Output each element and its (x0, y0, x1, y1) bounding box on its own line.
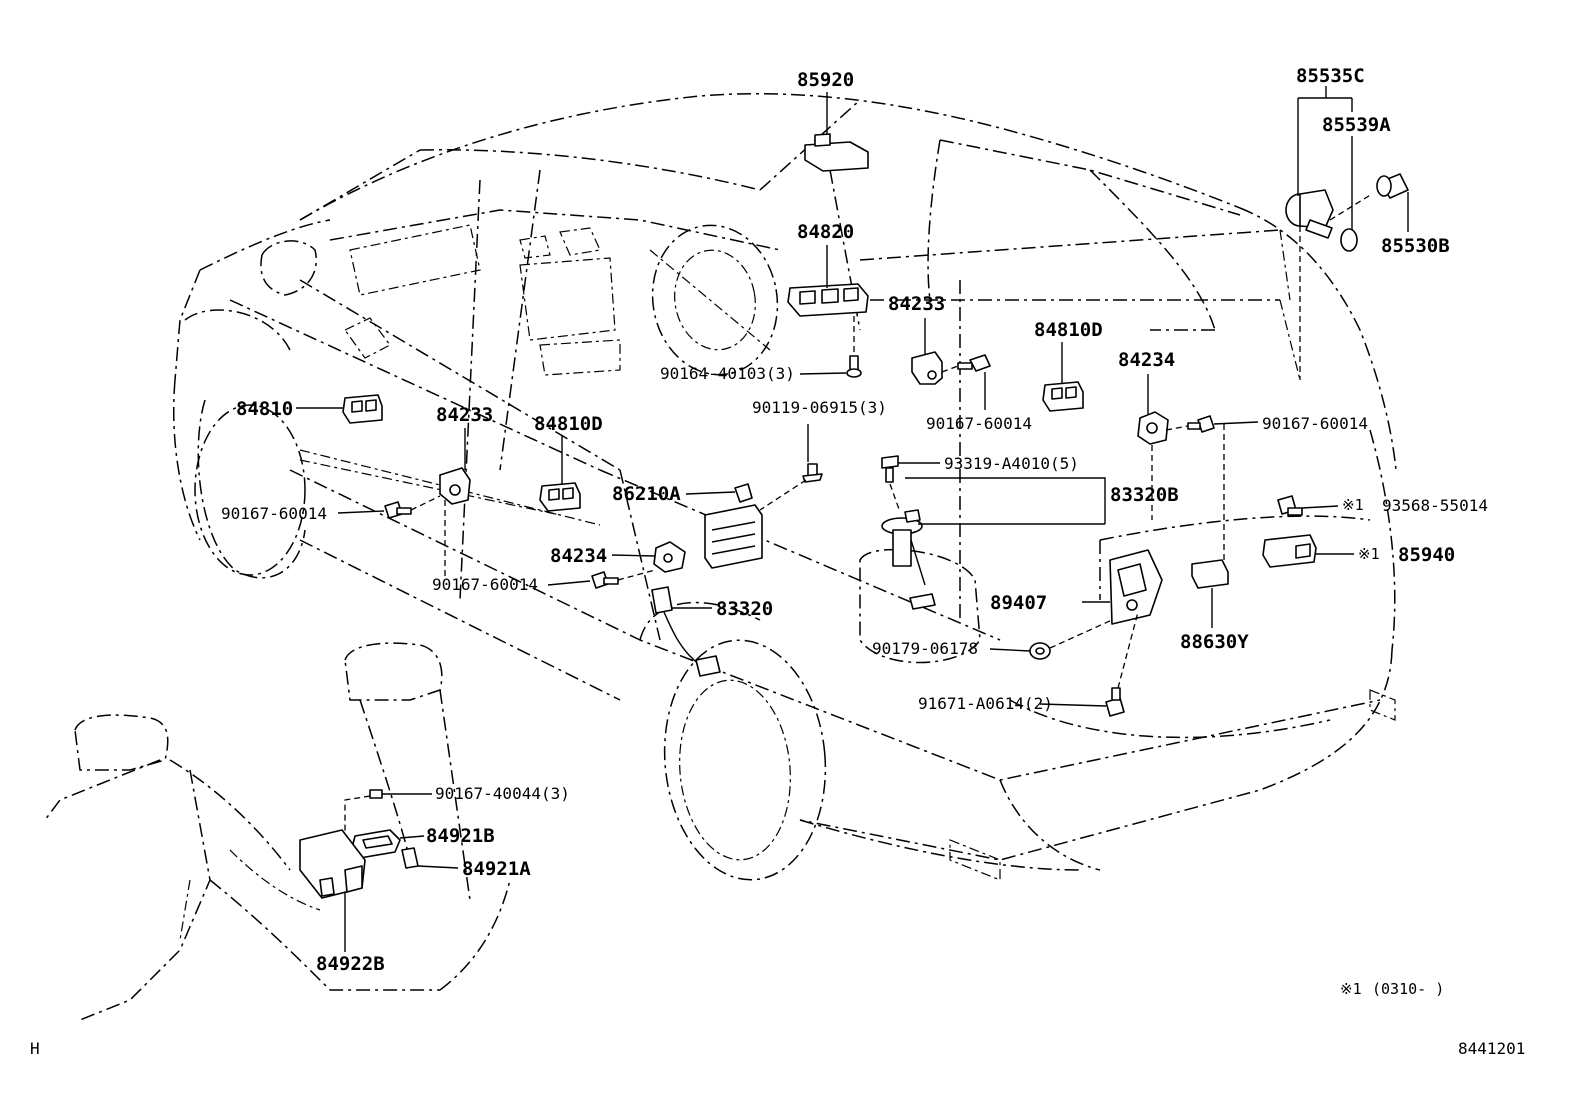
label-90167-40044: 90167-40044(3) (435, 784, 570, 803)
label-86210A: 86210A (612, 483, 681, 505)
label-84810D-top: 84810D (1034, 319, 1103, 341)
part-85530B-plug (1376, 173, 1409, 199)
part-84233-sensor-top (911, 351, 943, 385)
part-90179-nut (1029, 642, 1051, 660)
part-85920-unit (804, 133, 869, 172)
label-84233-top: 84233 (888, 293, 945, 315)
part-90119-screw (802, 463, 823, 483)
part-84234-sensor-left (653, 541, 686, 573)
illustration-number: 8441201 (1458, 1039, 1525, 1058)
label-84234-left: 84234 (550, 545, 607, 567)
footnote-range: (0310- ) (1372, 980, 1444, 998)
label-90167-mid: 90167-60014 (432, 575, 538, 594)
label-93319: 93319-A4010(5) (944, 454, 1079, 473)
label-84234-right: 84234 (1118, 349, 1175, 371)
label-85940-mark: ※1 (1358, 545, 1380, 563)
label-90164: 90164-40103(3) (660, 364, 795, 383)
part-84820-switch (787, 283, 869, 317)
part-84810D-switch-left (539, 482, 581, 512)
part-89407-bracket (1109, 549, 1163, 625)
label-84921B: 84921B (426, 825, 495, 847)
part-88630Y-relay (1191, 559, 1229, 589)
label-84820: 84820 (797, 221, 854, 243)
part-91671-bolt (1105, 687, 1125, 717)
label-84810D-left: 84810D (534, 413, 603, 435)
part-84921A-knob (401, 847, 419, 869)
footnote-mark: ※1 (1340, 980, 1362, 998)
part-84233-sensor-left (439, 467, 471, 505)
part-84810-switch (342, 394, 383, 424)
label-93568: 93568-55014 (1382, 496, 1488, 515)
label-93568-mark: ※1 (1342, 496, 1364, 514)
part-85535C-socket (1285, 189, 1334, 239)
label-90167-top: 90167-60014 (926, 414, 1032, 433)
label-83320B: 83320B (1110, 484, 1179, 506)
vehicle-outline (172, 93, 1397, 881)
footnote: ※1 (0310- ) (1340, 980, 1444, 998)
label-84921A: 84921A (462, 858, 531, 880)
label-85530B: 85530B (1381, 235, 1450, 257)
label-84922B: 84922B (316, 953, 385, 975)
label-89407: 89407 (990, 592, 1047, 614)
part-83320B-fuel-sender (881, 509, 936, 610)
label-90167-left: 90167-60014 (221, 504, 327, 523)
leader-lines (296, 86, 1409, 952)
part-90167-bolt-top (957, 354, 991, 372)
part-85539A-cap (1340, 228, 1358, 252)
part-84922B-switch (299, 829, 366, 899)
part-93319-screw (881, 455, 899, 483)
part-85940-module (1262, 534, 1317, 568)
part-90167-40044-screw (369, 789, 383, 799)
label-84810: 84810 (236, 398, 293, 420)
parts (299, 133, 1409, 899)
label-85940: 85940 (1398, 544, 1455, 566)
part-labels: 85920 84820 84233 84810D 84234 85535C 85… (221, 65, 1488, 975)
label-88630Y: 88630Y (1180, 631, 1249, 653)
part-90167-bolt-left (384, 501, 412, 519)
part-90167-bolt-right (1187, 415, 1215, 433)
label-90167-right: 90167-60014 (1262, 414, 1368, 433)
label-84233-left: 84233 (436, 404, 493, 426)
label-90179: 90179-06178 (872, 639, 978, 658)
label-83320: 83320 (716, 598, 773, 620)
label-90119: 90119-06915(3) (752, 398, 887, 417)
part-90164-screw (846, 355, 862, 378)
label-91671: 91671-A0614(2) (918, 694, 1053, 713)
part-84234-sensor-right (1137, 411, 1169, 445)
label-85539A: 85539A (1322, 114, 1391, 136)
corner-code-left: H (30, 1039, 40, 1058)
part-84810D-switch-top (1042, 381, 1084, 412)
part-86210A-module (704, 483, 763, 569)
seat-outline (44, 642, 511, 1021)
label-85535C: 85535C (1296, 65, 1365, 87)
part-83320-sender (651, 586, 721, 677)
part-90167-bolt-mid (591, 571, 619, 589)
part-93568-bolt (1277, 495, 1303, 516)
label-85920: 85920 (797, 69, 854, 91)
